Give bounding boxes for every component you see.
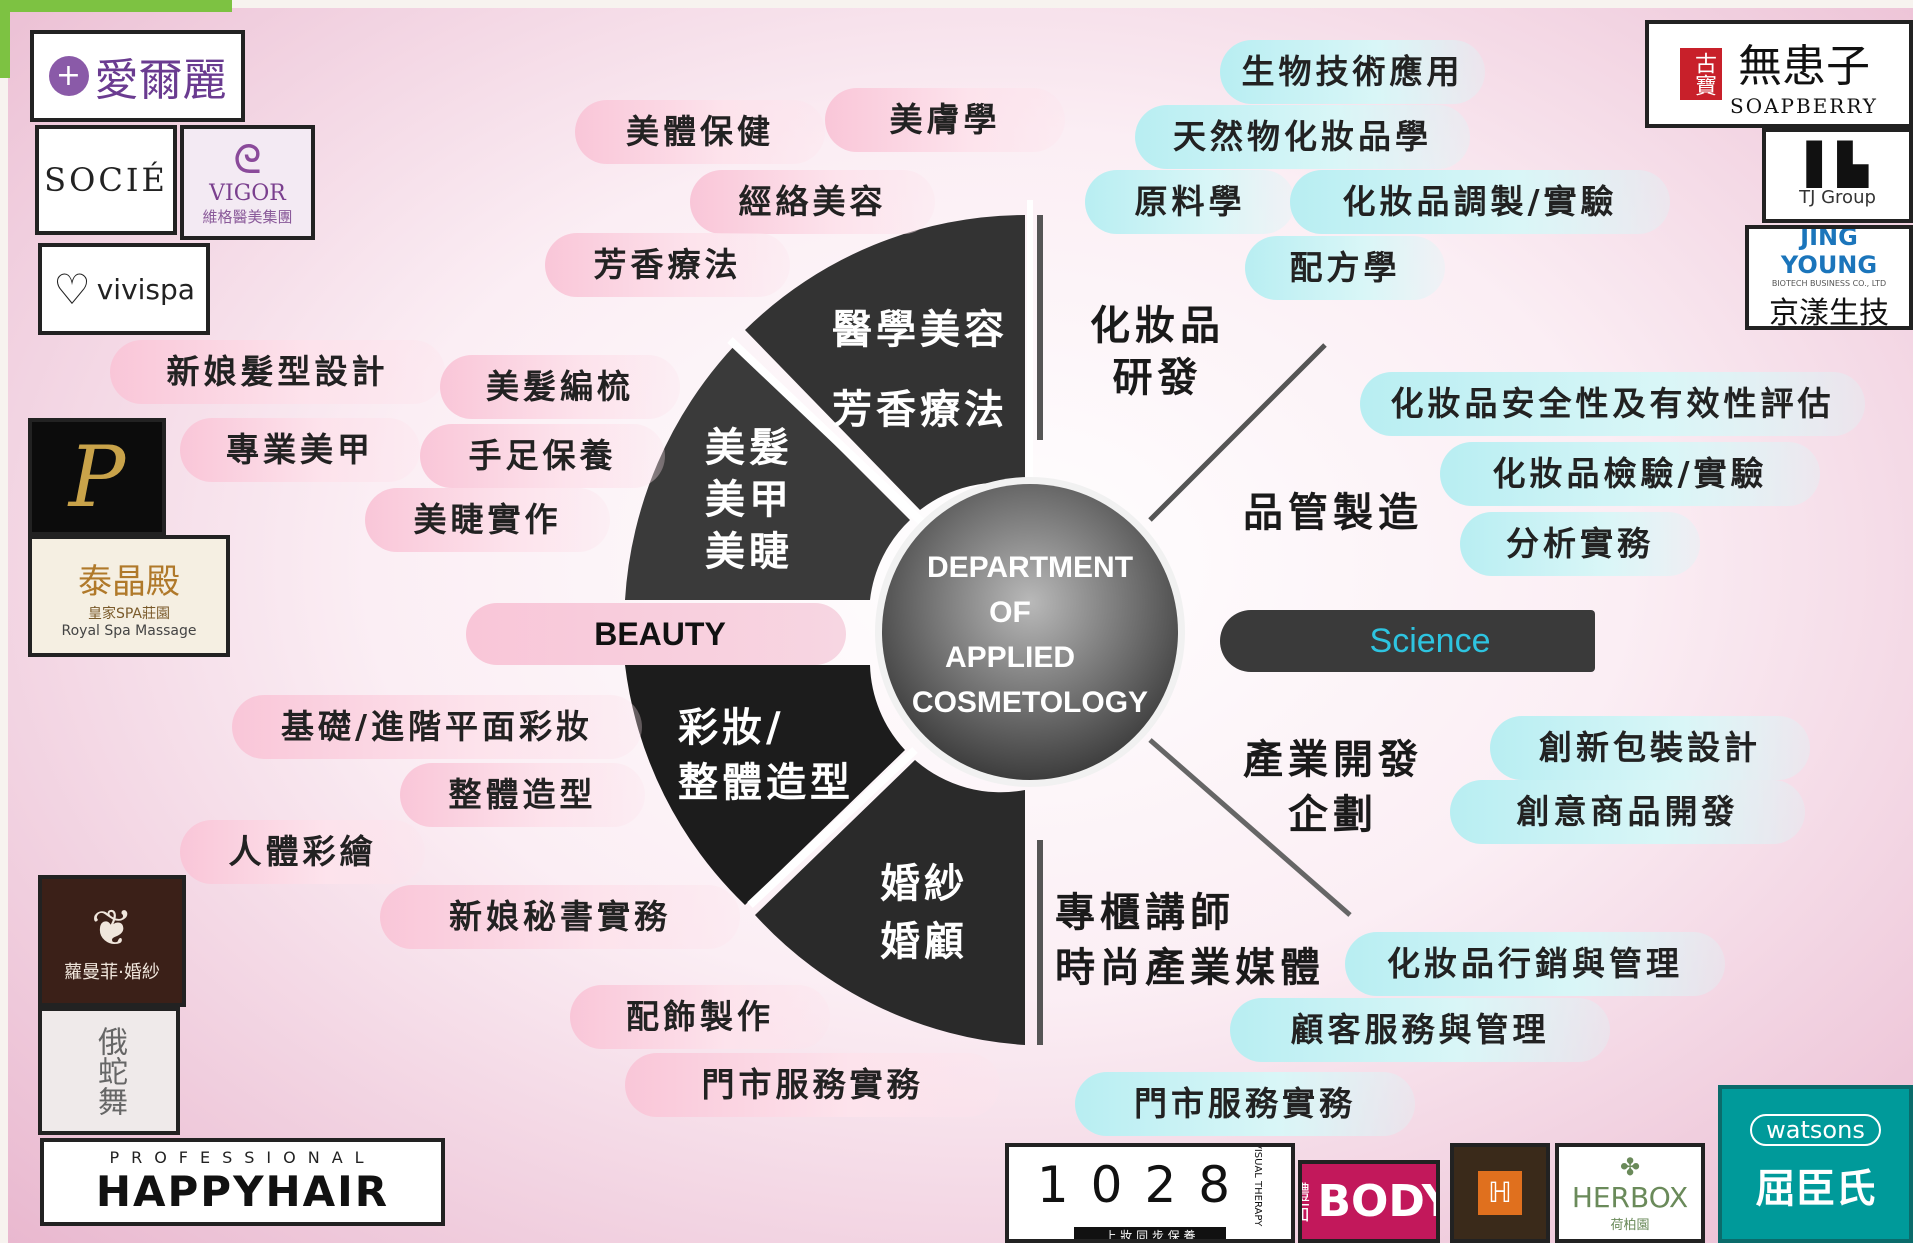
center-line-1: DEPARTMENT: [926, 551, 1134, 584]
item-meridian-beauty: 經絡美容: [690, 170, 935, 234]
item-raw-materials: 原料學: [1085, 170, 1295, 234]
logo-iii: ℍ: [1450, 1143, 1550, 1243]
logo-body: 體面 BODY: [1298, 1160, 1440, 1243]
item-store-service-right: 門市服務實務: [1075, 1072, 1415, 1136]
logo-1028: 1028 VISUAL THERAPY 上 妝 同 步 保 養: [1005, 1143, 1295, 1243]
group-quality-manufacturing: 品管製造: [1243, 489, 1423, 536]
herbox-leaf-icon: ✤: [1619, 1153, 1641, 1181]
item-cosmetic-marketing: 化妝品行銷與管理: [1345, 932, 1725, 996]
item-total-styling: 整體造型: [400, 763, 645, 827]
corner-accent-vertical: [0, 0, 10, 78]
logo-ierli: + 愛爾麗: [30, 30, 245, 122]
logo-vivispa: ♡ vivispa: [38, 243, 210, 335]
center-circle: [882, 484, 1178, 780]
line-rd: [1148, 343, 1327, 522]
item-analysis-practice: 分析實務: [1460, 512, 1700, 576]
item-eyelash-practice: 美睫實作: [365, 488, 610, 552]
segment-medical-label: 醫學美容 芳香療法: [832, 306, 1008, 433]
item-natural-cosmetics: 天然物化妝品學: [1135, 105, 1470, 169]
logo-socie: SOCIÉ: [35, 125, 177, 235]
segment-bridal-label: 婚紗 婚顧: [880, 860, 968, 965]
item-store-service: 門市服務實務: [625, 1053, 1000, 1117]
segment-hair-label: 美髮 美甲 美睫: [705, 424, 793, 575]
center-line-3: APPLIED: [944, 641, 1076, 674]
science-label: Science: [1369, 622, 1491, 660]
item-accessory-making: 配飾製作: [570, 985, 830, 1049]
logo-taijing: 泰晶殿 皇家SPA莊園 Royal Spa Massage: [28, 535, 230, 657]
logo-tjgroup: ▌▙ TJ Group: [1762, 128, 1913, 223]
line-industry: [1148, 738, 1352, 917]
item-formulation: 配方學: [1245, 236, 1445, 300]
group-industry-planning: 產業開發 企劃: [1243, 736, 1423, 838]
group-counter-trainer-media: 專櫃講師 時尚產業媒體: [1055, 889, 1325, 991]
logo-watsons: watsons 屈臣氏: [1718, 1085, 1913, 1243]
logo-p: P: [28, 418, 166, 536]
romanfe-crest-icon: ❦: [91, 899, 133, 957]
item-hand-foot-care: 手足保養: [420, 424, 665, 488]
logo-herbox: ✤ HERBOX 荷柏園: [1555, 1143, 1705, 1243]
center-line-4: COSMETOLOGY: [911, 686, 1149, 719]
item-customer-service-mgmt: 顧客服務與管理: [1230, 998, 1610, 1062]
item-body-care: 美體保健: [575, 100, 825, 164]
vivispa-heart-icon: ♡: [53, 264, 91, 314]
iii-mark-icon: ℍ: [1478, 1171, 1522, 1215]
item-hair-braiding: 美髮編梳: [440, 355, 680, 419]
item-aromatherapy: 芳香療法: [545, 233, 790, 297]
item-biotech-application: 生物技術應用: [1220, 40, 1485, 104]
item-body-painting: 人體彩繪: [180, 820, 425, 884]
item-bridal-secretary: 新娘秘書實務: [380, 885, 740, 949]
logo-soapberry: 古寶 無患子 SOAPBERRY: [1645, 20, 1913, 128]
logo-happyhair: PROFESSIONAL HAPPYHAIR: [40, 1138, 445, 1226]
group-cosmetics-rd: 化妝品 研發: [1090, 302, 1225, 401]
segment-makeup: [625, 665, 905, 905]
item-professional-nails: 專業美甲: [180, 418, 420, 482]
center-line-2: OF: [989, 596, 1031, 629]
logo-vigor: ᘓ VIGOR 維格醫美集團: [180, 125, 315, 240]
beauty-label: BEAUTY: [594, 616, 726, 652]
corner-accent: [0, 0, 232, 12]
center-label: DEPARTMENT OF APPLIED COSMETOLOGY: [880, 545, 1180, 725]
logo-romanfe: ❦ 蘿曼菲·婚紗: [38, 875, 186, 1007]
segment-makeup-label: 彩妝/ 整體造型: [678, 704, 854, 806]
item-bridal-hair-design: 新娘髮型設計: [110, 340, 445, 404]
segment-hair: [625, 345, 910, 600]
tjgroup-mark-icon: ▌▙: [1806, 142, 1869, 188]
segment-medical: [745, 215, 1025, 510]
logo-eteewu: 俄蛇舞: [38, 1007, 180, 1135]
science-bar: [1220, 610, 1595, 672]
item-makeup-basic-advanced: 基礎/進階平面彩妝: [232, 695, 642, 759]
item-cosmetic-testing: 化妝品檢驗/實驗: [1440, 442, 1820, 506]
item-innovative-packaging: 創新包裝設計: [1490, 716, 1810, 780]
item-dermatology: 美膚學: [825, 88, 1065, 152]
item-cosmetic-formulation-lab: 化妝品調製/實驗: [1290, 170, 1670, 234]
ierli-icon: +: [48, 56, 89, 96]
beauty-bar: [466, 603, 846, 665]
item-safety-efficacy: 化妝品安全性及有效性評估: [1360, 372, 1865, 436]
vigor-swirl-icon: ᘓ: [233, 136, 262, 183]
segment-bridal: [755, 760, 1025, 1045]
item-creative-product-dev: 創意商品開發: [1450, 780, 1805, 844]
logo-jingyoung: JING YOUNG BIOTECH BUSINESS CO., LTD 京漾生…: [1745, 225, 1913, 330]
